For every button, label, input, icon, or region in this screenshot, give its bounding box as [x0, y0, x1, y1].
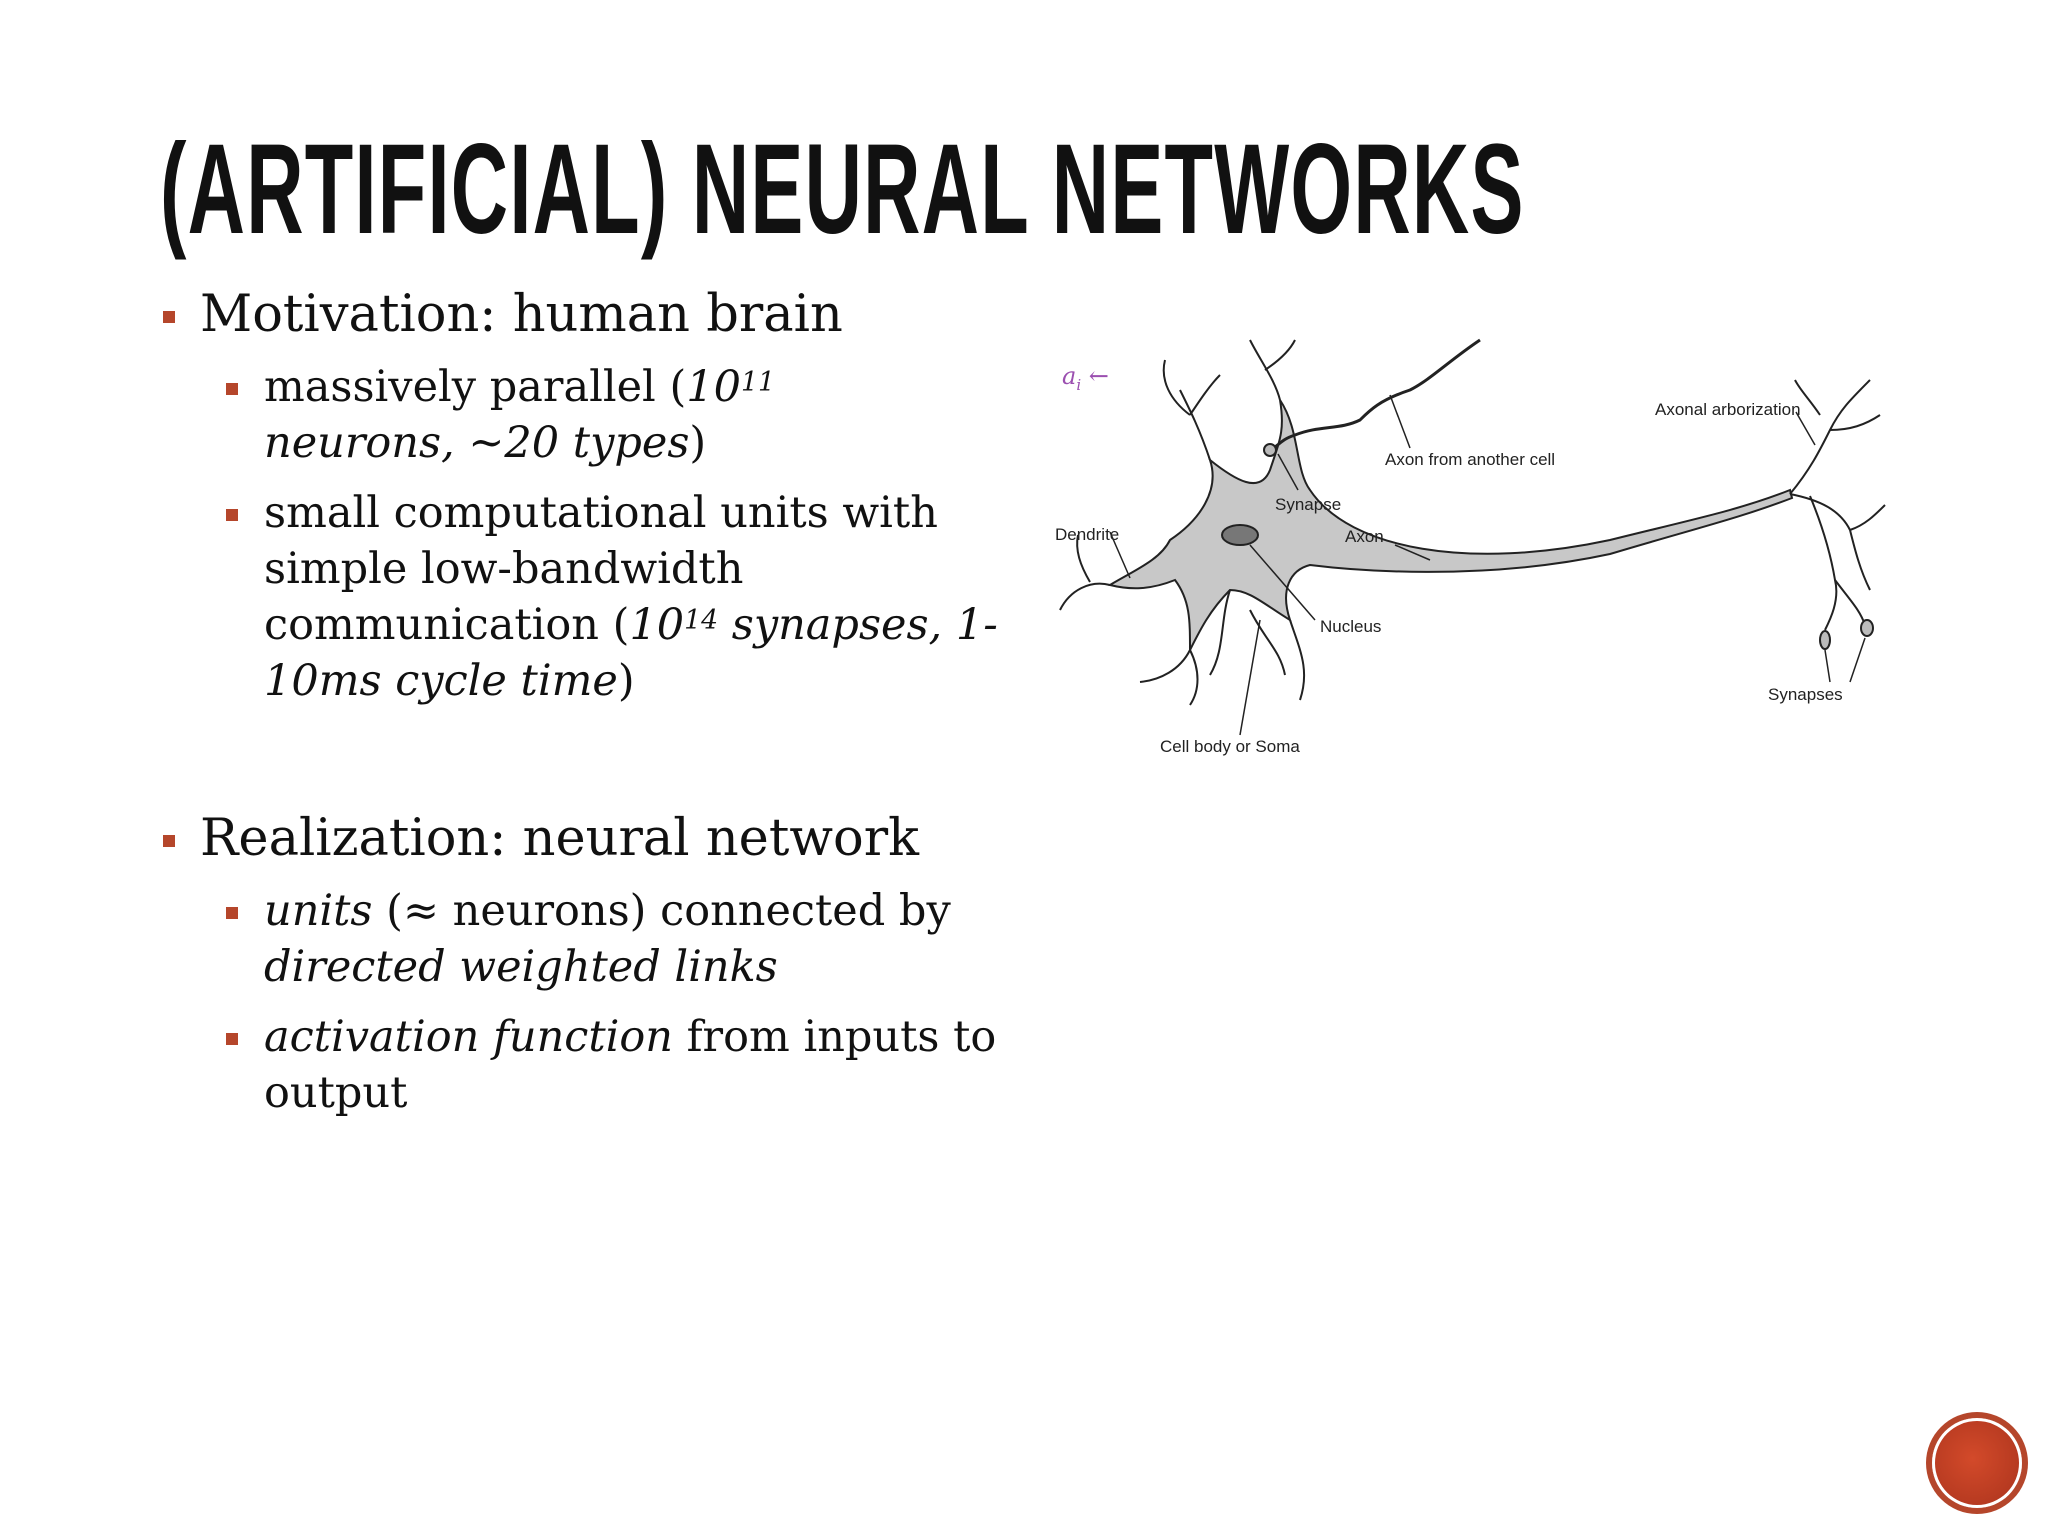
- slide-title: (ARTIFICIAL) NEURAL NETWORKS: [160, 118, 1525, 261]
- neuron-diagram: Dendrite Synapse Axon from another cell …: [1055, 338, 1886, 756]
- formula-fragment: ai ←: [1062, 362, 1109, 394]
- label-nucleus: Nucleus: [1320, 617, 1381, 636]
- label-synapses: Synapses: [1768, 685, 1843, 704]
- sub-bullet-activation: activation function from inputs to outpu…: [160, 1009, 1040, 1121]
- label-synapse: Synapse: [1275, 495, 1341, 514]
- label-cell-body: Cell body or Soma: [1160, 737, 1300, 756]
- bullet-motivation: Motivation: human brain: [160, 285, 1040, 345]
- axonal-arborization: [1789, 379, 1886, 631]
- synapse-knob: [1263, 443, 1277, 457]
- cell-body: [1107, 399, 1794, 651]
- axon-from-another-cell: [1269, 338, 1481, 452]
- label-axon: Axon: [1345, 527, 1384, 546]
- label-axonal-arborization: Axonal arborization: [1655, 400, 1801, 419]
- label-leaders: [1109, 394, 1866, 736]
- nucleus: [1221, 524, 1259, 546]
- synapse-terminal: [1860, 619, 1874, 637]
- slide-badge: [1932, 1418, 2022, 1508]
- label-axon-other: Axon from another cell: [1385, 450, 1555, 469]
- bullet-realization: Realization: neural network: [160, 809, 1040, 869]
- bullet-list: Motivation: human brain massively parall…: [160, 285, 1040, 1121]
- label-dendrite: Dendrite: [1055, 525, 1119, 544]
- dendrites: [1059, 339, 1306, 706]
- sub-bullet-small-units: small computational units with simple lo…: [160, 485, 1040, 709]
- sub-bullet-units: units (≈ neurons) connected by directed …: [160, 883, 1040, 995]
- synapse-terminal: [1819, 630, 1831, 650]
